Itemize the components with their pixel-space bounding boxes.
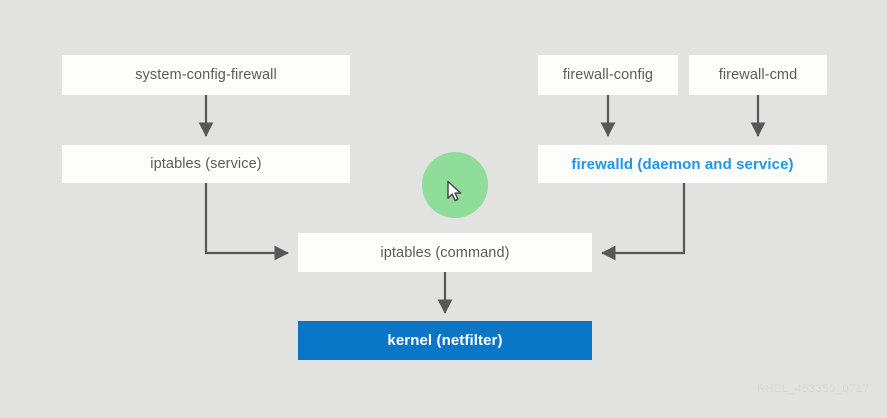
cursor-highlight-circle: [422, 152, 488, 218]
node-label: firewall-cmd: [718, 67, 798, 83]
edge-firewalld-to-iptables-command: [601, 182, 686, 261]
node-label: firewall-config: [562, 67, 654, 83]
edge-iptables-service-to-iptables-command: [204, 182, 289, 261]
node-kernel-netfilter: kernel (netfilter): [298, 321, 592, 360]
node-label: iptables (command): [380, 244, 510, 261]
node-label: iptables (service): [150, 156, 262, 172]
node-firewall-config: firewall-config: [538, 55, 678, 95]
node-system-config-firewall: system-config-firewall: [62, 55, 350, 95]
node-firewalld: firewalld (daemon and service): [538, 145, 827, 183]
node-label: system-config-firewall: [135, 67, 277, 83]
mouse-pointer-icon: [446, 180, 466, 204]
node-label: kernel (netfilter): [387, 332, 503, 349]
watermark-label: RHEL_453350_0717: [757, 383, 870, 395]
node-firewall-cmd: firewall-cmd: [689, 55, 827, 95]
node-iptables-command: iptables (command): [298, 233, 592, 272]
node-iptables-service: iptables (service): [62, 145, 350, 183]
node-label: firewalld (daemon and service): [571, 155, 794, 173]
